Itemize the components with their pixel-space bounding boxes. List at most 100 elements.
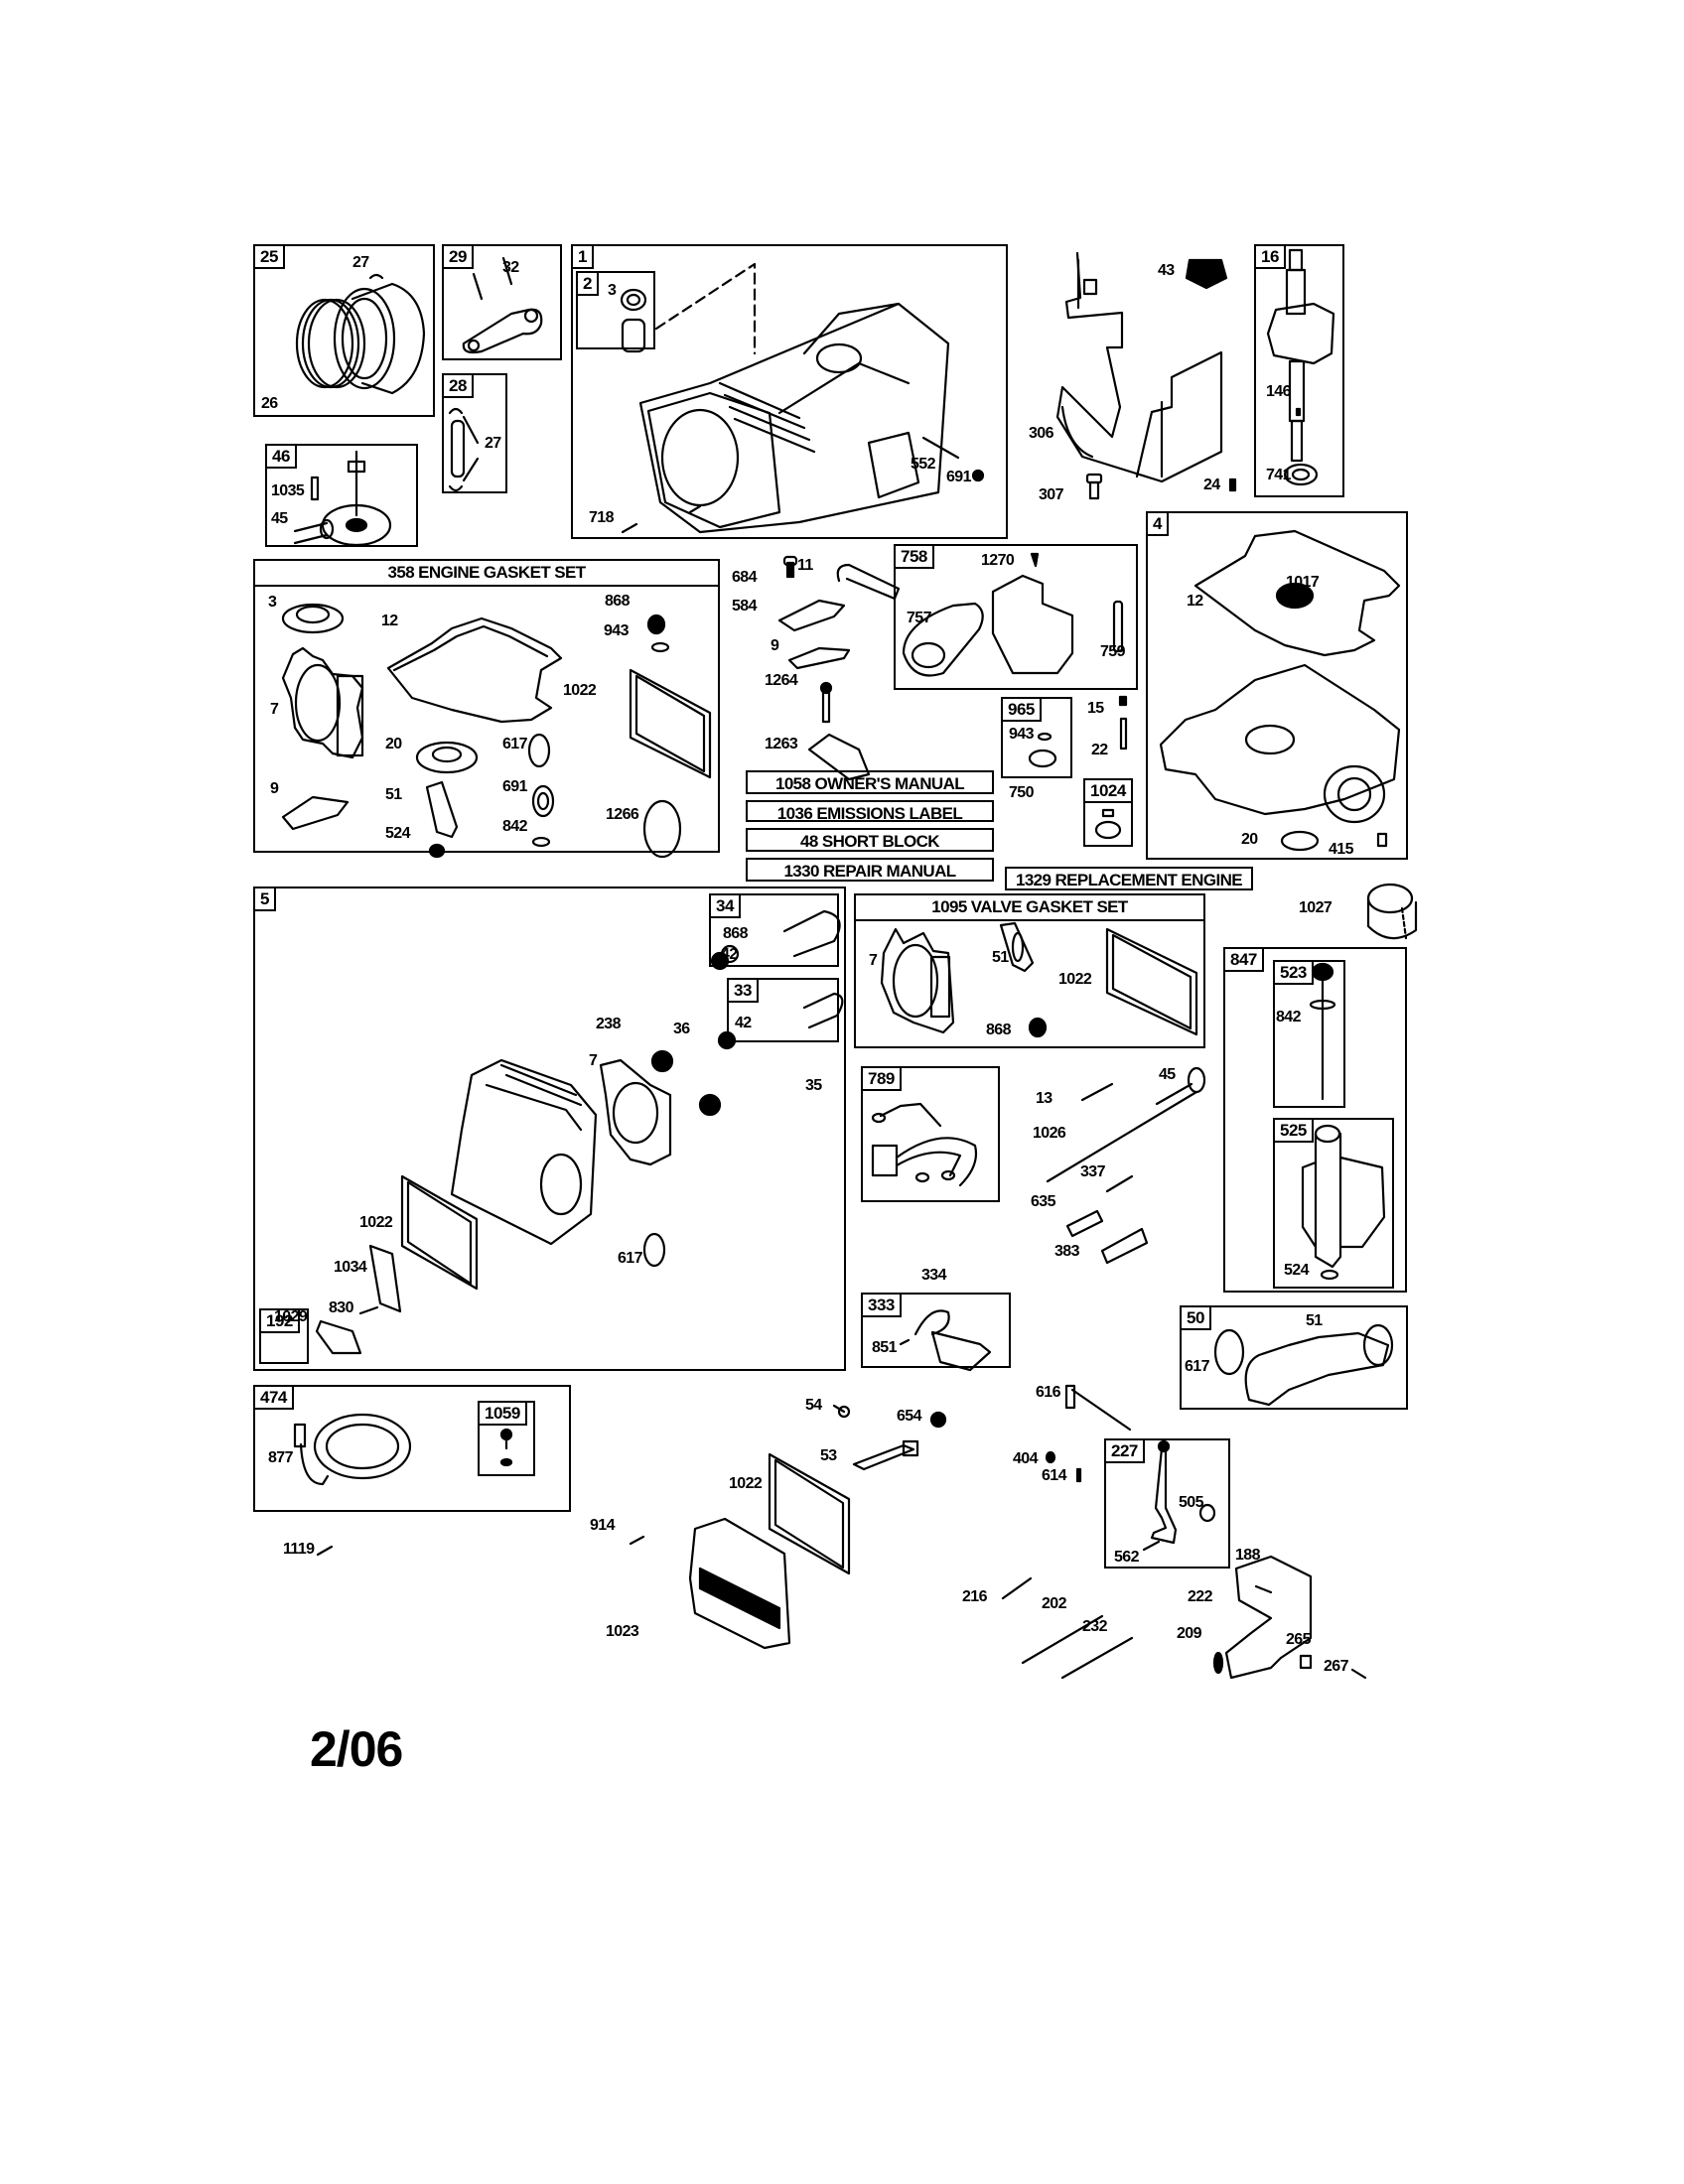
part-label: 45 [271,510,288,527]
part-label: 3 [608,282,617,299]
part-label: 616 [1036,1384,1061,1401]
box-474-alternator: 474 [253,1385,571,1512]
box-5-cylinder-head: 5 [253,887,846,1371]
part-label: 20 [385,736,402,752]
date-code: 2/06 [310,1721,403,1777]
part-label: 51 [1306,1312,1323,1329]
part-label: 7 [589,1052,598,1069]
box-46-camshaft: 46 [265,444,418,547]
emissions-label-label: 1036 EMISSIONS LABEL [746,800,994,823]
dipstick-icon [1309,962,1336,1101]
part-label: 617 [1185,1358,1210,1375]
part-label: 26 [261,395,278,412]
box-789-wiring-harness: 789 [861,1066,1000,1202]
governor-icon [902,552,1124,677]
part-label: 51 [385,786,402,803]
governor-shaft-icon [1064,1384,1132,1432]
part-label: 524 [385,825,411,842]
part-label: 404 [1013,1450,1039,1467]
part-label: 868 [723,925,749,942]
valve-cover-icon [629,1452,851,1650]
engine-gasket-set-art [281,603,712,859]
part-label: 53 [820,1447,837,1464]
part-label: 265 [1286,1631,1312,1648]
box-333-ignition-armature: 333 [861,1293,1011,1368]
oil-cap-icon [1094,808,1122,840]
screw-icon [316,1545,334,1557]
part-label: 1266 [606,806,639,823]
part-label: 635 [1031,1193,1056,1210]
part-label: 1022 [359,1214,393,1231]
nut-and-pin-icon [1045,1450,1082,1483]
part-label: 334 [921,1267,947,1284]
part-label: 222 [1188,1588,1213,1605]
engine-gasket-set-box: 358 ENGINE GASKET SET [253,559,720,853]
box-25-piston-assembly: 25 [253,244,435,417]
part-label: 505 [1179,1494,1204,1511]
part-label: 1263 [765,736,798,752]
oil-filter-icon [1366,883,1418,940]
part-label: 43 [1158,262,1175,279]
box-758-governor: 758 [894,544,1138,690]
valve-gasket-set-art [880,921,1198,1038]
part-label: 22 [1091,742,1108,758]
part-label: 614 [1042,1467,1067,1484]
box-number: 333 [863,1295,902,1317]
part-label: 188 [1235,1547,1261,1564]
part-label: 12 [381,613,398,629]
part-label: 267 [1324,1658,1349,1675]
intake-manifold-icon [1213,1323,1394,1407]
part-label: 1029 [274,1308,308,1325]
box-33-intake-valve: 33 [727,978,839,1042]
part-label: 654 [897,1408,922,1425]
box-number: 25 [255,246,285,269]
part-label: 7 [270,701,279,718]
part-label: 27 [485,435,501,452]
part-label: 1270 [981,552,1015,569]
ignition-armature-icon [899,1309,992,1372]
part-label: 42 [721,946,738,963]
bolt-icon [1118,695,1128,751]
box-number: 192 [261,1310,300,1333]
breather-parts-art [777,555,901,781]
box-number: 28 [444,375,474,398]
part-label: 3 [268,594,277,611]
part-label: 35 [805,1077,822,1094]
valve-gasket-set-box: 1095 VALVE GASKET SET [854,893,1205,1048]
cylinder-block-icon [620,262,985,534]
box-number: 33 [729,980,759,1003]
part-label: 202 [1042,1595,1067,1612]
part-label: 45 [1159,1066,1176,1083]
part-label: 552 [911,456,936,473]
control-bracket-icon [1001,1555,1367,1680]
part-label: 1035 [271,482,305,499]
part-label: 617 [618,1250,643,1267]
part-label: 337 [1080,1163,1106,1180]
engine-gasket-set-title: 358 ENGINE GASKET SET [255,561,718,587]
crankshaft-icon [1266,248,1335,486]
bolt-icon [1085,473,1103,500]
box-number: 5 [255,888,276,911]
alternator-stator-icon [293,1413,513,1486]
part-label: 1027 [1299,899,1333,916]
box-227-governor-lever: 227 [1104,1438,1230,1569]
box-number: 965 [1003,699,1042,722]
blower-housing-shield-icon [1055,251,1228,483]
part-label: 877 [268,1449,294,1466]
box-number: 16 [1256,246,1286,269]
box-number: 525 [1275,1120,1314,1143]
box-192-breather-valve: 192 [259,1308,309,1364]
part-label: 232 [1082,1618,1108,1635]
part-label: 1119 [283,1541,315,1558]
box-525-dipstick-tube: 525 [1273,1118,1394,1289]
short-block-label: 48 SHORT BLOCK [746,828,994,852]
part-label: 914 [590,1517,616,1534]
part-label: 868 [986,1022,1012,1038]
piston-icon [295,273,426,395]
part-label: 42 [735,1015,752,1031]
box-number: 474 [255,1387,294,1410]
box-16-crankshaft: 16 [1254,244,1344,497]
part-label: 146 [1266,383,1292,400]
part-label: 741 [1266,467,1292,483]
